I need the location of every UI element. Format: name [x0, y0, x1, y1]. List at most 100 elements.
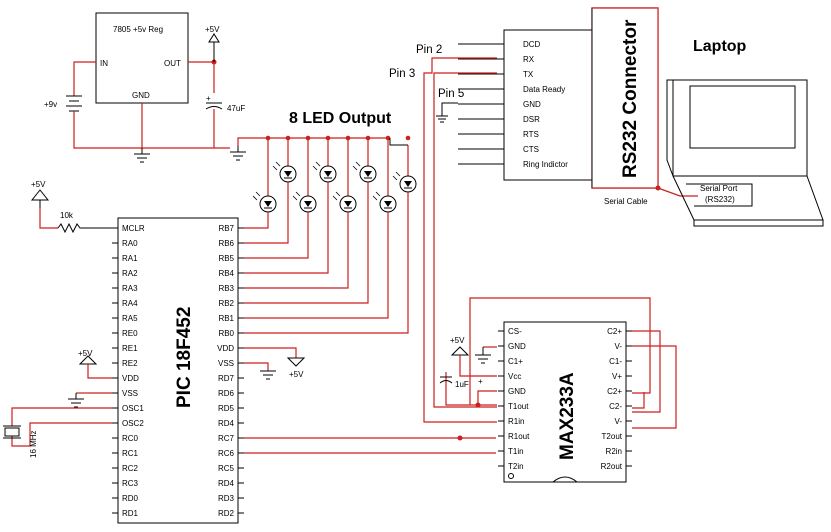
cap-47uf-label: 47uF — [227, 104, 245, 113]
capacitor-1uf — [439, 376, 453, 384]
max-right-pin-label: V- — [614, 417, 622, 426]
svg-text:+: + — [206, 94, 211, 103]
max233-section: MAX233A CS-GNDC1+VccGNDT1outR1inR1outT1i… — [423, 57, 677, 483]
pic-left-pin-label: RE0 — [122, 329, 138, 338]
max-left-pin-label: R1out — [508, 432, 530, 441]
max-right-pin-label: V+ — [612, 372, 622, 381]
rs232-pin-label: TX — [523, 70, 534, 79]
vdd-right-arrow — [286, 357, 306, 367]
pic-right-pin-label: RB1 — [218, 314, 234, 323]
max-right-pin-label: R2in — [606, 447, 622, 456]
vin-label: +9v — [44, 100, 57, 109]
svg-text:+: + — [478, 377, 483, 386]
vdd-right-label: +5V — [289, 370, 304, 379]
max-right-pin-label: V- — [614, 342, 622, 351]
pic-right-pin-label: RD4 — [218, 479, 235, 488]
light-ray — [332, 191, 341, 201]
pic-left-pin-label: RA2 — [122, 269, 138, 278]
pic-left-pin-label: RC2 — [122, 464, 139, 473]
light-ray — [372, 191, 381, 201]
rs232-pin-label: RTS — [523, 130, 539, 139]
light-ray — [292, 191, 301, 201]
rs232-pin-label: GND — [523, 100, 541, 109]
mclr-vcc-label: +5V — [31, 180, 46, 189]
pin5-label: Pin 5 — [438, 88, 464, 100]
serial-cable-label: Serial Cable — [604, 197, 648, 206]
pic-left-pin-label: RA5 — [122, 314, 138, 323]
pic-right-pin-label: RB2 — [218, 299, 234, 308]
rs232-pin-label: RX — [523, 55, 535, 64]
laptop-section: Laptop Serial Port (RS232) — [666, 38, 824, 227]
pic-left-pin-label: RA0 — [122, 239, 138, 248]
rs232-pin-box — [503, 29, 597, 181]
max233a-chip — [503, 321, 627, 483]
light-ray — [252, 191, 261, 201]
regulator-section: 7805 +5v Reg IN OUT GND +9v +5V + 47uF — [44, 12, 245, 163]
max233-pins: CS-GNDC1+VccGNDT1outR1inR1outT1inT2inC2+… — [498, 327, 632, 471]
pic-right-pin-label: RB4 — [218, 269, 234, 278]
pin3-label: Pin 3 — [389, 68, 415, 80]
pic-left-pin-label: OSC1 — [122, 404, 144, 413]
light-ray — [392, 171, 401, 181]
max-left-pin-label: T1out — [508, 402, 529, 411]
c2-loop — [632, 330, 661, 413]
light-ray — [352, 161, 361, 171]
pic-right-pin-label: VDD — [217, 344, 234, 353]
max-gnd-symbol — [475, 347, 491, 364]
rs232-title: RS232 Connector — [620, 19, 641, 178]
pic-left-pin-label: OSC2 — [122, 419, 144, 428]
pic-left-pin-label: RC1 — [122, 449, 139, 458]
light-ray — [272, 161, 281, 171]
pic-left-pin-label: RC0 — [122, 434, 139, 443]
led-ground-symbol — [230, 146, 246, 161]
max-left-pin-label: GND — [508, 342, 526, 351]
rs232-pin-label: CTS — [523, 145, 539, 154]
led-cathode-wire — [244, 212, 309, 259]
cap-1uf-label: 1uF — [455, 380, 469, 389]
pic-left-pin-label: VSS — [122, 389, 138, 398]
pic-right-pin-label: RD6 — [218, 389, 235, 398]
laptop-base — [672, 175, 824, 221]
led-cathode-wire — [244, 182, 289, 244]
max-vcc-wire — [459, 355, 497, 377]
vss-left-ground — [68, 393, 84, 408]
crystal-label: 16 MHz — [29, 430, 38, 458]
max-left-pin-label: R1in — [508, 417, 524, 426]
serial-port-label-2: (RS232) — [705, 195, 735, 204]
led-cathode-wire — [244, 182, 329, 274]
laptop-title: Laptop — [693, 38, 747, 55]
mclr-wire — [39, 208, 58, 229]
vdd-right-wire — [244, 347, 297, 358]
pic-right-pin-label: RD2 — [218, 509, 235, 518]
vdd-left-arrow — [78, 355, 98, 365]
vcc-arrow — [208, 33, 220, 62]
pic-left-pin-label: RE1 — [122, 344, 138, 353]
vout-wire — [188, 61, 215, 93]
pic-right-pin-label: RB5 — [218, 254, 234, 263]
pic-left-pin-label: RD0 — [122, 494, 139, 503]
led-cathode-wire — [244, 212, 349, 289]
pic-pins: MCLRRA0RA1RA2RA3RA4RA5RE0RE1RE2VDDVSSOSC… — [112, 224, 244, 518]
pic-right-pin-label: RC7 — [218, 434, 235, 443]
led-cathode-wire — [244, 182, 369, 304]
pin2-label: Pin 2 — [416, 44, 442, 56]
max-left-pin-label: C1+ — [508, 357, 523, 366]
regulator-gnd-label: GND — [132, 91, 150, 100]
pic-right-pin-label: RB6 — [218, 239, 234, 248]
max233-name: MAX233A — [557, 372, 578, 460]
vss-right-wire — [244, 362, 269, 371]
max-right-pin-label: C2+ — [607, 387, 622, 396]
capacitor-47uf — [205, 102, 223, 110]
pic-right-pin-label: RD3 — [218, 494, 235, 503]
battery-symbol — [66, 95, 82, 112]
max-left-pin-label: Vcc — [508, 372, 521, 381]
resistor-label: 10k — [60, 211, 74, 220]
rs232-connector-body — [591, 7, 659, 189]
pic-right-pin-label: RB7 — [218, 224, 234, 233]
max-left-pin-label: GND — [508, 387, 526, 396]
max-vcc-arrow — [450, 346, 470, 356]
led-cathode-wire — [244, 212, 389, 319]
